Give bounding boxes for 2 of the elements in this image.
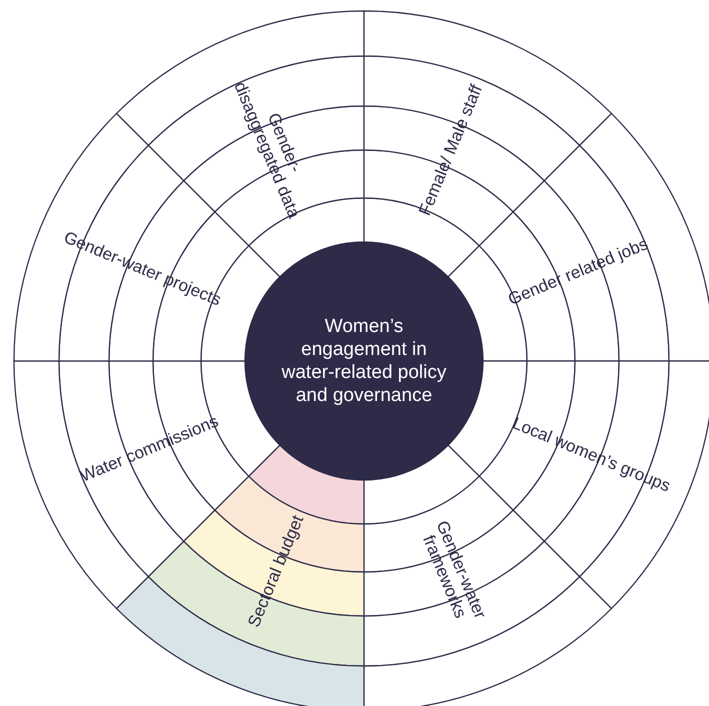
hub-circle	[245, 242, 483, 480]
hub-label: Women’s engagement in water-related policy and governance	[280, 314, 448, 408]
